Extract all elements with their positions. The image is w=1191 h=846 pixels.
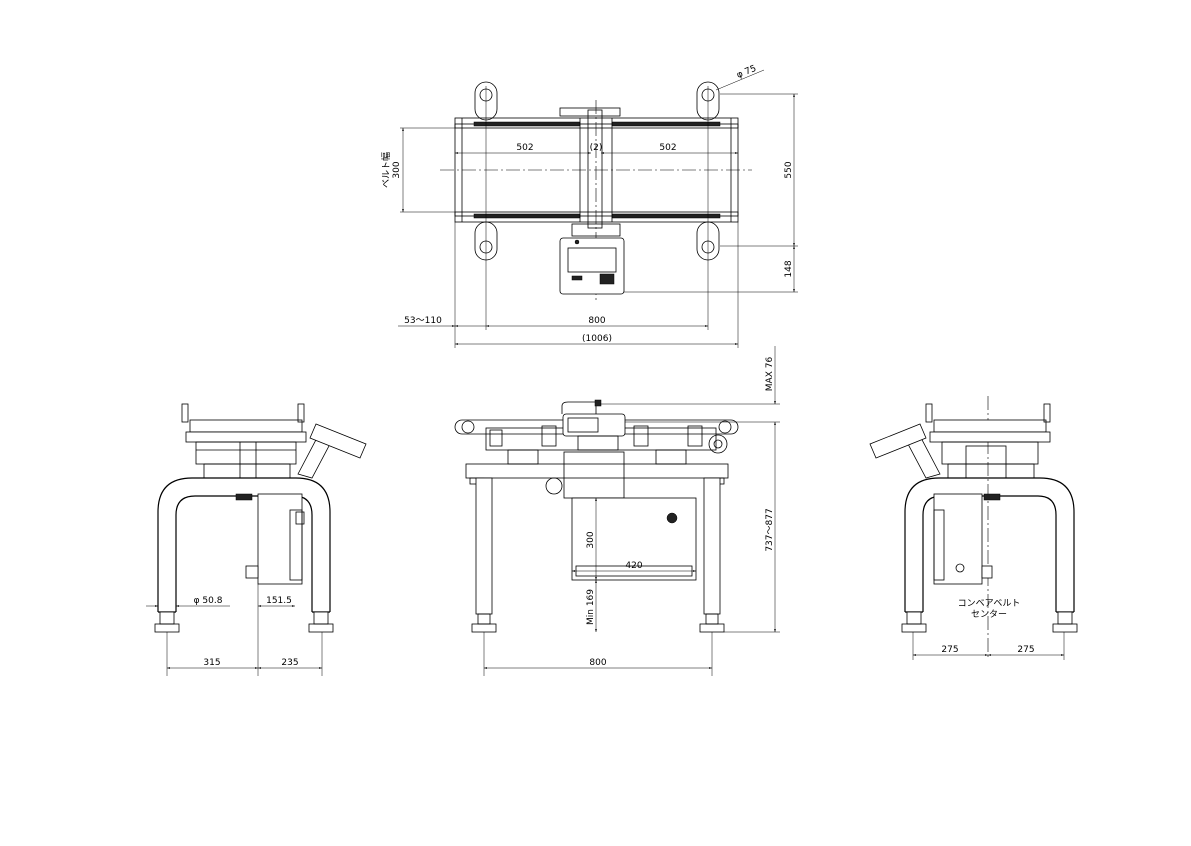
min-clearance-dim: Min 169: [586, 589, 596, 625]
right-view-left-dim: 275: [941, 645, 958, 655]
belt-center-label-line2: センター: [971, 609, 1007, 620]
top-leg-span-dim: 800: [588, 316, 605, 326]
left-view-right-dim: 235: [281, 658, 298, 668]
display-unit: [559, 237, 625, 295]
gap-dim: (2): [590, 143, 603, 153]
box-height-dim: 300: [586, 531, 596, 548]
left-view-left-dim: 315: [203, 658, 220, 668]
overhang-dim: 53～110: [404, 316, 442, 326]
overall-height-dim: 737～877: [765, 508, 775, 551]
belt-width-label: ベルト幅: [380, 152, 392, 188]
front-view: MAX 76 737～877 300 420 Min 169 800: [454, 346, 780, 676]
lifting-eye-icon: [474, 81, 720, 261]
eye-diameter-dim: φ 75: [735, 64, 758, 81]
right-view-right-dim: 275: [1017, 645, 1034, 655]
max-raise-dim: MAX 76: [765, 357, 775, 392]
right-section-dim: 502: [659, 143, 676, 153]
display-offset-dim: 148: [784, 260, 794, 277]
top-view: ベルト幅 300 502 (2) 502 φ 75 550 148 53～110…: [380, 64, 798, 348]
belt-width-value: 300: [392, 161, 402, 178]
tube-diameter-dim: φ 50.8: [194, 596, 223, 606]
box-width-dim: 420: [625, 561, 642, 571]
overall-length-dim: (1006): [582, 334, 612, 344]
front-leg-span-dim: 800: [589, 658, 606, 668]
box-offset-dim: 151.5: [266, 596, 292, 606]
depth-dim: 550: [784, 161, 794, 178]
belt-center-label-line1: コンベアベルト: [958, 599, 1021, 609]
left-side-view: φ 50.8 151.5 315 235: [146, 403, 367, 676]
left-section-dim: 502: [516, 143, 533, 153]
right-side-view: コンベアベルト センター 275 275: [869, 396, 1078, 660]
